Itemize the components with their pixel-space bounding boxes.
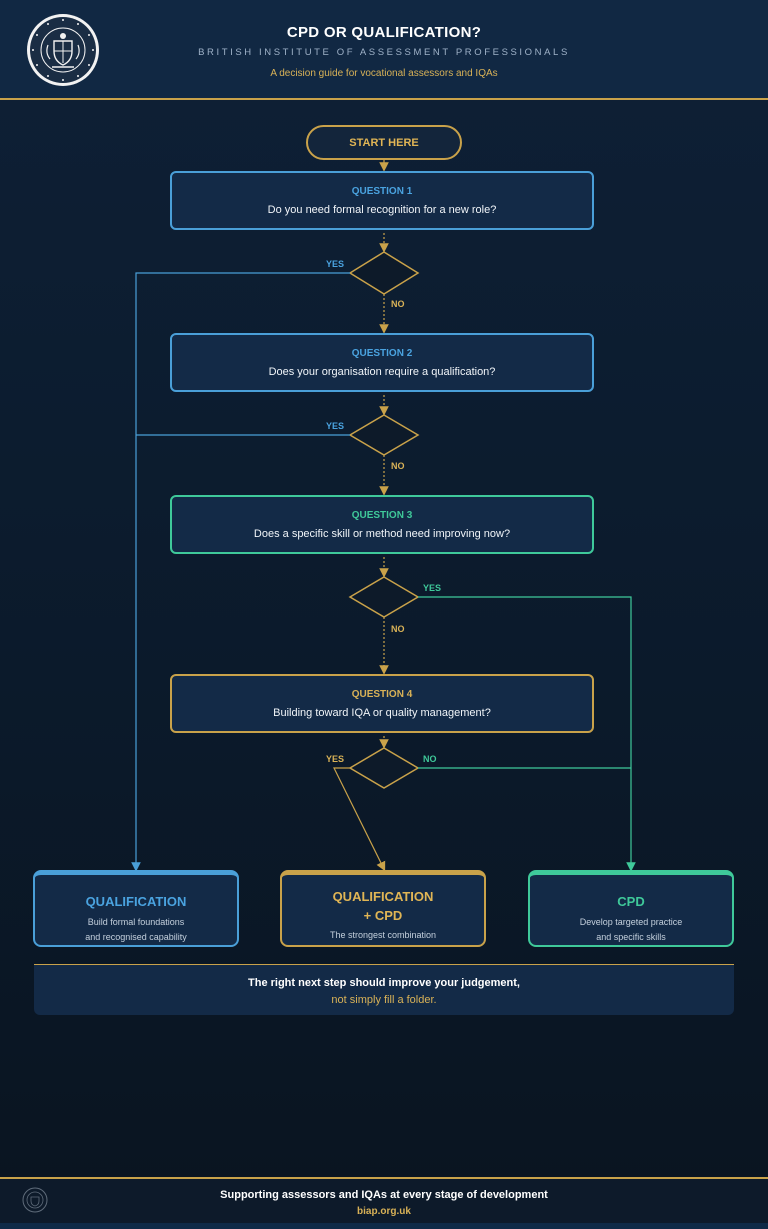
question-2-box: QUESTION 2 Does your organisation requir… — [170, 333, 594, 392]
page-subtitle: A decision guide for vocational assessor… — [270, 68, 498, 79]
decision-diamond-4 — [348, 747, 420, 789]
footer-bottom-bar — [0, 1223, 768, 1229]
connector-decision4-yes — [333, 767, 386, 872]
footer-tagline: Supporting assessors and IQAs at every s… — [220, 1189, 548, 1201]
outcome-qualification-desc: Build formal foundations and recognised … — [35, 915, 237, 945]
question-2-text: Does your organisation require a qualifi… — [268, 366, 496, 378]
outcome-cpd-title: CPD — [617, 894, 645, 909]
quote-line-1: The right next step should improve your … — [248, 977, 520, 989]
outcome-cpd-desc-line1: Develop targeted practice — [579, 917, 683, 927]
outcome-qualification-plus-cpd: QUALIFICATION + CPD The strongest combin… — [280, 870, 486, 947]
connector-decision3-yes — [418, 596, 636, 872]
question-1-text: Do you need formal recognition for a new… — [267, 204, 497, 216]
question-3-box: QUESTION 3 Does a specific skill or meth… — [170, 495, 594, 554]
outcome-both-desc: The strongest combination — [329, 930, 437, 940]
closing-quote: The right next step should improve your … — [34, 964, 734, 1015]
question-3-label: QUESTION 3 — [351, 510, 413, 521]
decision-3-yes-label: YES — [423, 583, 442, 593]
decision-1-no-label: NO — [391, 299, 405, 309]
footer-seal-icon — [22, 1187, 48, 1213]
question-3-text: Does a specific skill or method need imp… — [253, 528, 511, 540]
question-2-label: QUESTION 2 — [351, 348, 413, 359]
organisation-name: BRITISH INSTITUTE OF ASSESSMENT PROFESSI… — [198, 47, 570, 58]
decision-diamond-1 — [348, 251, 420, 295]
decision-2-yes-label: YES — [326, 421, 345, 431]
header: CPD OR QUALIFICATION? BRITISH INSTITUTE … — [0, 0, 768, 100]
start-node: START HERE — [306, 125, 462, 160]
outcome-both-title-line1: QUALIFICATION — [332, 889, 434, 904]
decision-2-no-label: NO — [391, 461, 405, 471]
outcome-both-title: QUALIFICATION + CPD — [282, 887, 484, 925]
footer-url-link[interactable]: biap.org.uk — [357, 1206, 411, 1217]
question-4-text: Building toward IQA or quality managemen… — [273, 707, 491, 719]
outcome-qualification: QUALIFICATION Build formal foundations a… — [33, 870, 239, 947]
outcome-cpd: CPD Develop targeted practice and specif… — [528, 870, 734, 947]
question-4-box: QUESTION 4 Building toward IQA or qualit… — [170, 674, 594, 733]
question-4-label: QUESTION 4 — [351, 689, 413, 700]
quote-line-2: not simply fill a folder. — [331, 994, 437, 1006]
connector-decision1-yes — [131, 272, 350, 872]
decision-diamond-3 — [348, 576, 420, 618]
outcome-cpd-desc-line2: and specific skills — [596, 932, 666, 942]
outcome-cpd-desc: Develop targeted practice and specific s… — [530, 915, 732, 945]
page-title: CPD OR QUALIFICATION? — [286, 24, 482, 41]
question-1-box: QUESTION 1 Do you need formal recognitio… — [170, 171, 594, 230]
outcome-qualification-desc-line2: and recognised capability — [85, 932, 187, 942]
decision-4-yes-label: YES — [326, 754, 345, 764]
decision-3-no-label: NO — [391, 624, 405, 634]
footer: Supporting assessors and IQAs at every s… — [0, 1177, 768, 1229]
institute-seal-logo — [27, 14, 99, 86]
outcome-qualification-desc-line1: Build formal foundations — [87, 917, 185, 927]
decision-4-no-label: NO — [423, 754, 437, 764]
question-1-label: QUESTION 1 — [351, 186, 413, 197]
decision-1-yes-label: YES — [326, 259, 345, 269]
outcome-both-title-line2: + CPD — [363, 908, 403, 923]
decision-diamond-2 — [348, 414, 420, 456]
outcome-qualification-title: QUALIFICATION — [85, 894, 187, 909]
